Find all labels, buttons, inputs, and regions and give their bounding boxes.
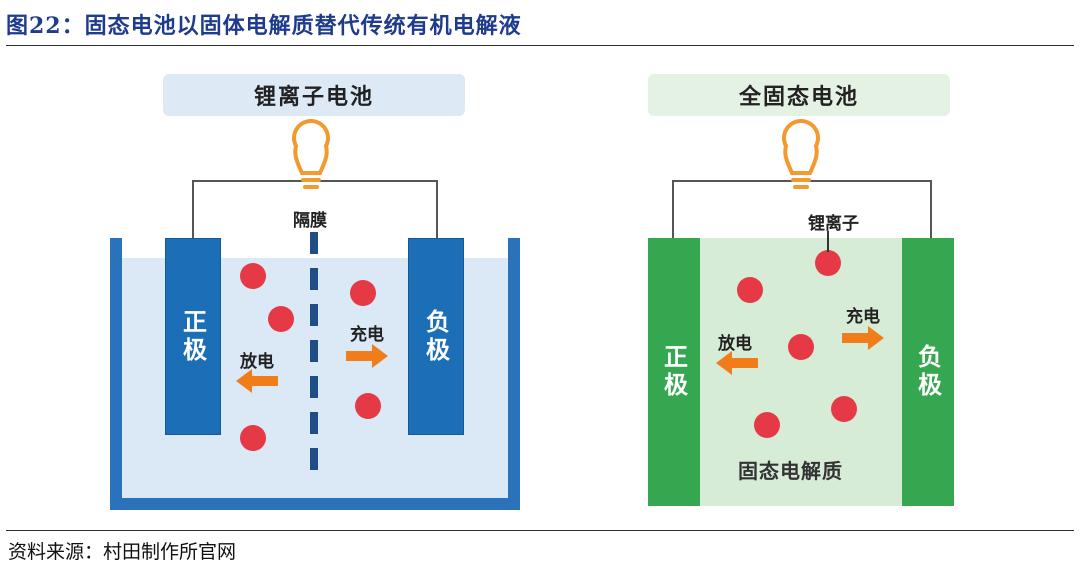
figure-title: 图22：固态电池以固体电解质替代传统有机电解液 <box>6 13 522 39</box>
li-ion-charge-label: 充电 <box>350 325 384 345</box>
solid-state-anode-label: 负极 <box>913 344 942 400</box>
li-ion-particle <box>240 263 266 289</box>
li-ion-particle <box>355 393 381 419</box>
lightbulb-icon <box>292 119 330 189</box>
li-ion-particle <box>268 306 294 332</box>
figure-source: 资料来源：村田制作所官网 <box>8 541 237 563</box>
lightbulb-icon <box>782 119 820 189</box>
li-ion-cathode-label: 正极 <box>178 308 207 365</box>
solid-state-ion-particle <box>754 412 780 438</box>
solid-state-title: 全固态电池 <box>648 74 950 116</box>
li-ion-separator-label: 隔膜 <box>293 211 327 231</box>
solid-state-ion-label: 锂离子 <box>808 214 859 234</box>
top-rule <box>6 45 1074 46</box>
solid-electrolyte <box>700 238 902 506</box>
li-ion-anode: 负极 <box>408 238 464 435</box>
li-ion-particle <box>350 280 376 306</box>
solid-state-discharge-label: 放电 <box>718 334 752 354</box>
li-ion-title: 锂离子电池 <box>163 74 465 116</box>
solid-electrolyte-label: 固态电解质 <box>738 459 843 483</box>
solid-state-charge-label: 充电 <box>846 307 880 327</box>
li-ion-cathode: 正极 <box>165 238 221 435</box>
solid-state-ion-particle <box>788 334 814 360</box>
li-ion-container-right-wall <box>508 238 520 510</box>
solid-state-ion-particle <box>737 277 763 303</box>
arrow-left-icon <box>236 369 278 393</box>
li-ion-particle <box>240 425 266 451</box>
bottom-rule <box>6 530 1074 531</box>
arrow-left-icon <box>716 351 758 375</box>
li-ion-separator <box>310 232 318 480</box>
solid-state-ion-particle <box>831 396 857 422</box>
solid-state-anode: 负极 <box>902 238 954 506</box>
solid-state-cathode-label: 正极 <box>659 344 688 400</box>
li-ion-container-left-wall <box>110 238 122 510</box>
arrow-right-icon <box>842 326 884 350</box>
li-ion-container-bottom <box>110 498 520 510</box>
arrow-right-icon <box>346 344 388 368</box>
li-ion-anode-label: 负极 <box>421 308 450 365</box>
solid-state-cathode: 正极 <box>648 238 700 506</box>
li-ion-discharge-label: 放电 <box>240 352 274 372</box>
solid-state-ion-particle <box>815 250 841 276</box>
